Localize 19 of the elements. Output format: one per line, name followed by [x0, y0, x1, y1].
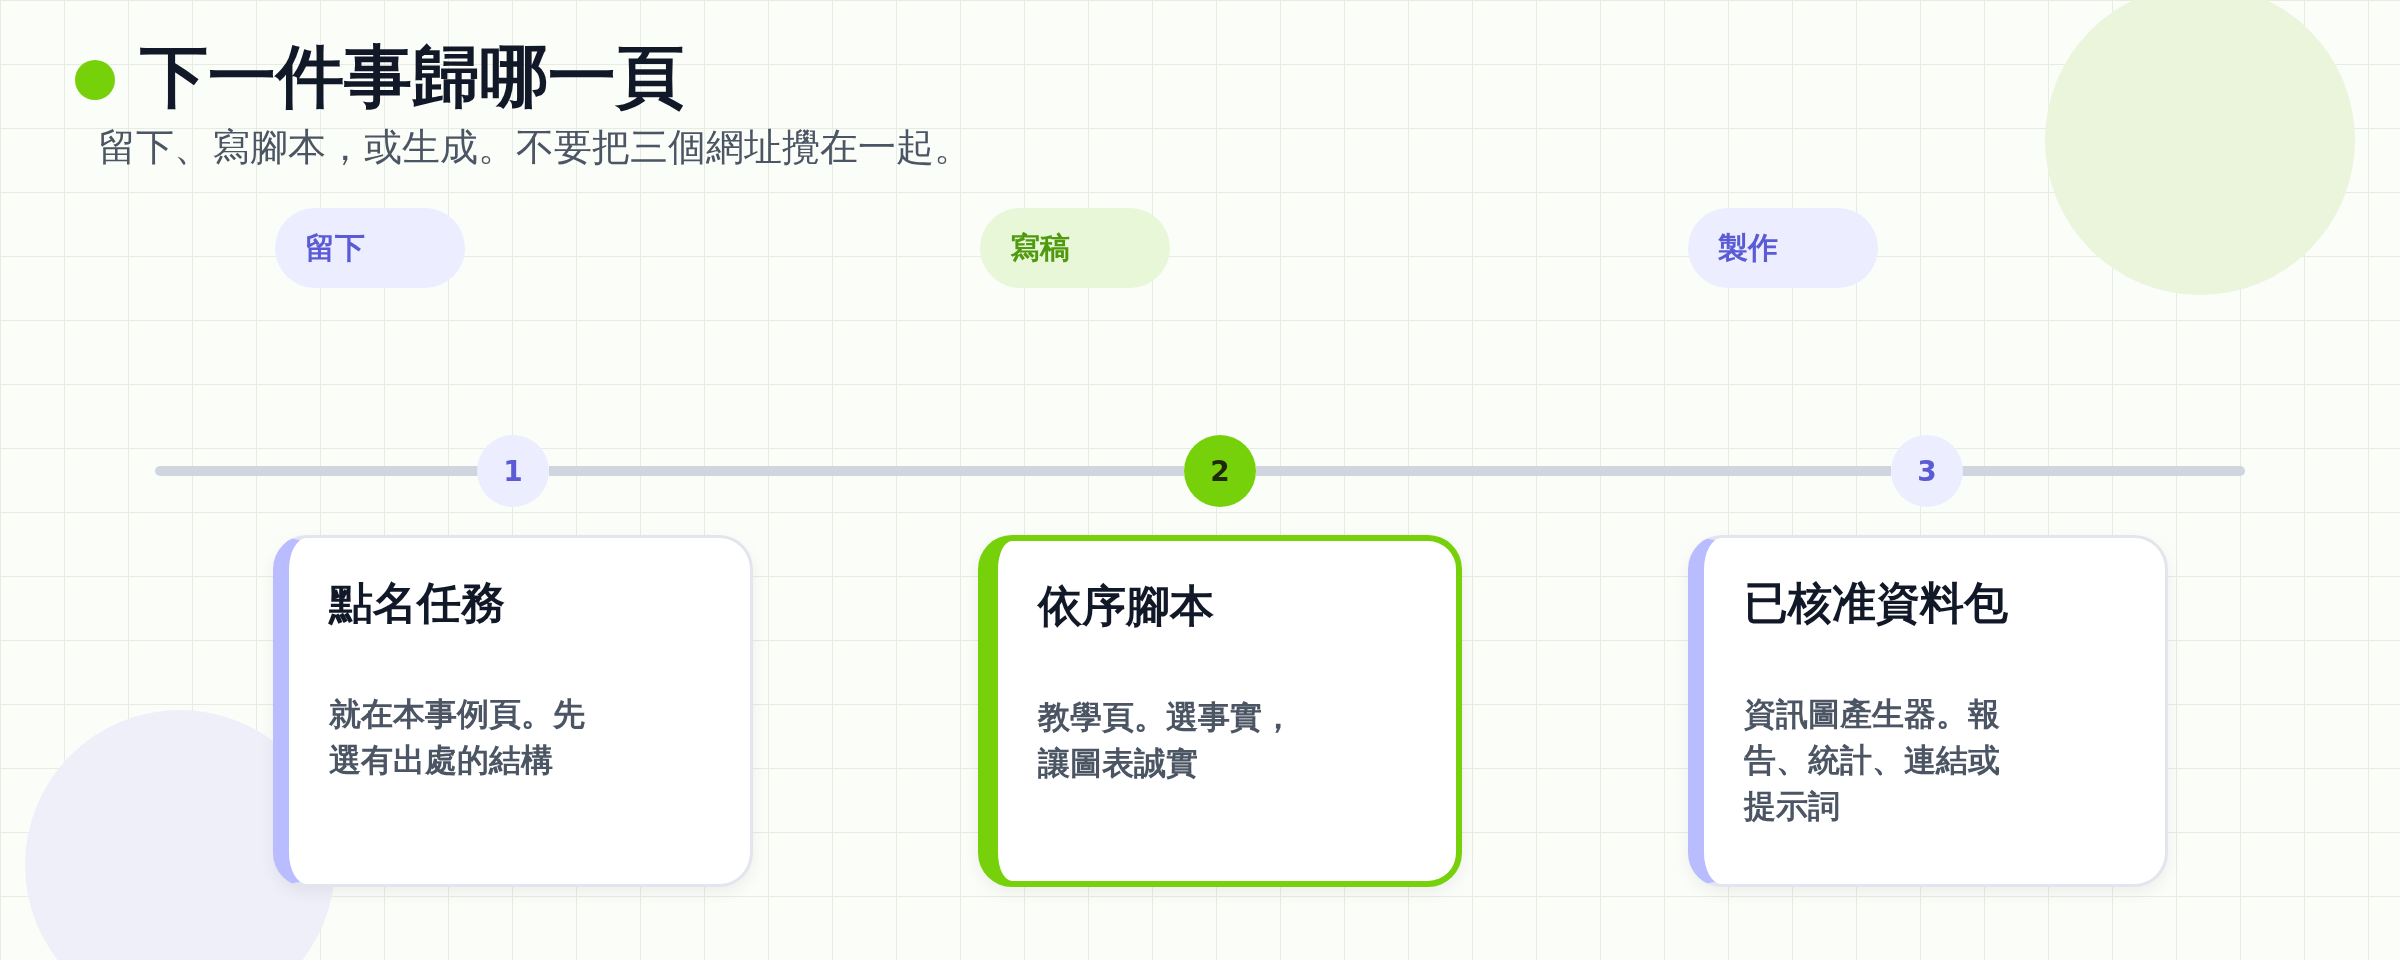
- tag-pill: 寫稿: [980, 208, 1170, 288]
- tag-pill: 製作: [1688, 208, 1878, 288]
- step-number: 2: [1184, 435, 1256, 507]
- title: 下一件事歸哪一頁: [140, 36, 684, 118]
- card-text: 資訊圖產生器。報告、統計、連結或提示詞: [1744, 694, 2001, 827]
- timeline-line: [549, 466, 1184, 476]
- card-heading: 已核准資料包: [1744, 576, 2009, 630]
- step-card: [978, 535, 1462, 887]
- tag-pill: 留下: [275, 208, 465, 288]
- step-number: 3: [1891, 435, 1963, 507]
- card-text: 就在本事例頁。先選有出處的結構: [329, 694, 586, 781]
- timeline-line: [1256, 466, 1891, 476]
- card-heading: 點名任務: [329, 576, 506, 630]
- card-text: 教學頁。選事實，讓圖表誠實: [1038, 697, 1295, 784]
- step-card: [1688, 535, 2168, 887]
- step-number: 1: [477, 435, 549, 507]
- subtitle: 留下、寫腳本，或生成。不要把三個網址攪在一起。: [98, 124, 972, 171]
- card-heading: 依序腳本: [1038, 579, 1215, 633]
- step-card: [273, 535, 753, 887]
